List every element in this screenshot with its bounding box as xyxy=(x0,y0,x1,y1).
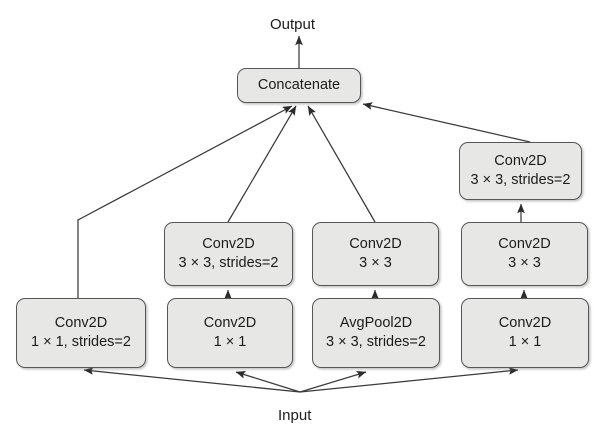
node-conv2d-1x1-strides2-bottom-left-line1: Conv2D xyxy=(54,314,108,331)
node-conv2d-1x1-strides2-bottom-left[interactable]: Conv2D 1 × 1, strides=2 xyxy=(16,298,146,368)
node-conv2d-1x1-bottom-second[interactable]: Conv2D 1 × 1 xyxy=(167,298,293,368)
node-conv2d-3x3-strides2-middle-line1: Conv2D xyxy=(202,235,255,252)
edge-conv3x3s2-to-concatenate xyxy=(227,105,297,223)
node-conv2d-3x3-middle-center-line2: 3 × 3 xyxy=(359,255,392,271)
node-avgpool2d-3x3-strides2-bottom-third[interactable]: AvgPool2D 3 × 3, strides=2 xyxy=(312,298,440,368)
node-conv2d-1x1-bottom-second-line1: Conv2D xyxy=(203,314,257,331)
node-conv2d-1x1-strides2-bottom-left-line2: 1 × 1, strides=2 xyxy=(31,334,131,350)
node-conv2d-3x3-middle-right[interactable]: Conv2D 3 × 3 xyxy=(461,222,588,286)
node-avgpool2d-3x3-strides2-bottom-third-line1: AvgPool2D xyxy=(339,314,413,331)
node-conv2d-1x1-bottom-second-line2: 1 × 1 xyxy=(213,334,247,350)
edge-conv3x3s2-topright-to-concatenate xyxy=(362,102,531,143)
node-conv2d-3x3-strides2-middle[interactable]: Conv2D 3 × 3, strides=2 xyxy=(164,222,293,286)
edge-conv3x3-center-to-concatenate xyxy=(307,105,376,223)
node-conv2d-3x3-strides2-top-right-line2: 3 × 3, strides=2 xyxy=(470,172,571,188)
node-conv2d-3x3-middle-center-line1: Conv2D xyxy=(349,235,402,252)
node-conv2d-3x3-strides2-top-right[interactable]: Conv2D 3 × 3, strides=2 xyxy=(459,142,582,200)
node-conv2d-3x3-middle-center[interactable]: Conv2D 3 × 3 xyxy=(312,222,439,286)
node-conv2d-1x1-bottom-right[interactable]: Conv2D 1 × 1 xyxy=(461,298,589,368)
node-conv2d-1x1-bottom-right-line2: 1 × 1 xyxy=(508,334,542,350)
input-label: Input xyxy=(278,407,312,424)
node-conv2d-1x1-bottom-right-line1: Conv2D xyxy=(498,314,552,331)
edge-input-to-avgpool xyxy=(299,370,367,393)
node-concatenate-line1: Concatenate xyxy=(257,76,341,93)
edge-input-to-conv1x1-second xyxy=(235,371,301,393)
node-conv2d-3x3-strides2-top-right-line1: Conv2D xyxy=(494,152,547,169)
edge-input-to-conv1x1-right xyxy=(299,367,519,393)
node-avgpool2d-3x3-strides2-bottom-third-line2: 3 × 3, strides=2 xyxy=(326,334,426,350)
node-conv2d-3x3-strides2-middle-line2: 3 × 3, strides=2 xyxy=(178,255,279,271)
node-concatenate[interactable]: Concatenate xyxy=(237,68,361,103)
output-label: Output xyxy=(270,16,316,33)
edge-input-to-conv1x1s2 xyxy=(83,367,301,393)
node-conv2d-3x3-middle-right-line2: 3 × 3 xyxy=(508,255,541,271)
node-conv2d-3x3-middle-right-line1: Conv2D xyxy=(498,235,551,252)
